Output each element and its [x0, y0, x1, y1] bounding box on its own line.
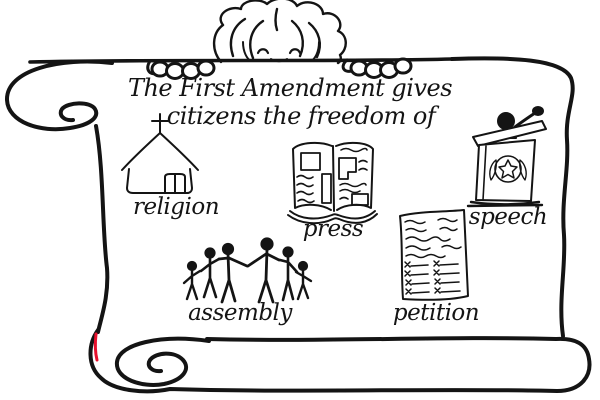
label-speech: speech — [468, 204, 548, 230]
title-line-1: The First Amendment gives — [127, 74, 453, 102]
speaker-podium-icon — [466, 106, 547, 208]
label-assembly: assembly — [188, 300, 292, 326]
church-icon — [121, 113, 199, 194]
label-press: press — [302, 216, 364, 242]
open-newspaper-icon — [287, 141, 378, 225]
label-petition: petition — [392, 300, 480, 326]
people-holding-hands-icon — [182, 237, 313, 304]
signed-petition-paper-icon — [399, 209, 469, 301]
child-head-icon — [212, 0, 347, 65]
left-hand-fingers-icon — [146, 59, 216, 80]
label-religion: religion — [132, 194, 220, 220]
title-line-2: citizens the freedom of — [166, 102, 436, 130]
red-stray-mark — [93, 332, 99, 362]
right-hand-fingers-icon — [341, 57, 413, 79]
